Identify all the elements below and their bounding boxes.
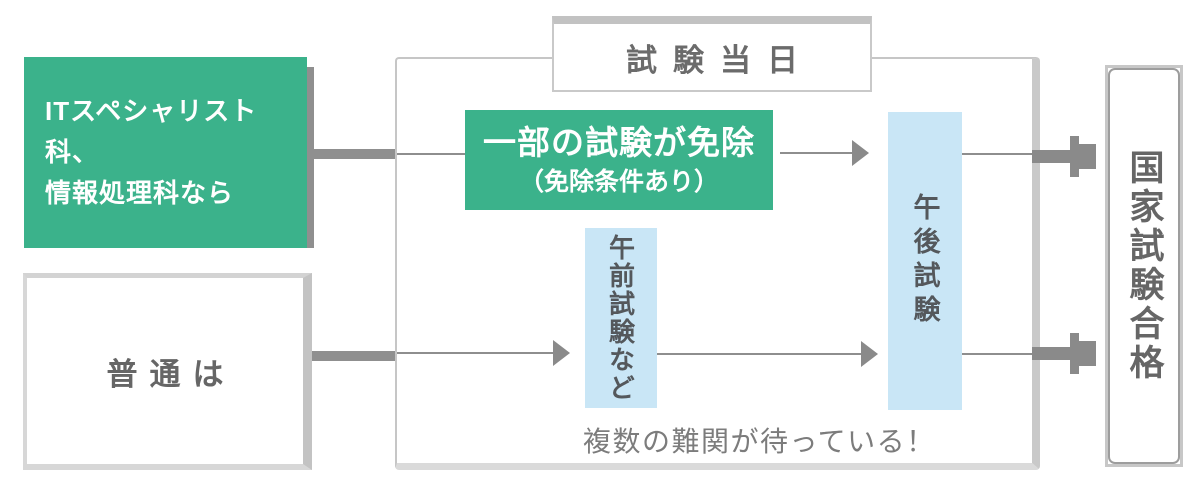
flow-line-top-3 (962, 153, 1032, 155)
arrow-right-icon (861, 341, 878, 367)
national-exam-pass-inner: 国家試験合格 (1108, 68, 1180, 464)
national-exam-pass-label: 国家試験合格 (1124, 149, 1164, 383)
normal-course-box: 普通は (23, 273, 312, 470)
exam-day-title-box: 試験当日 (552, 16, 872, 92)
flow-line-top-1 (397, 153, 465, 155)
flow-line-bottom-2 (657, 353, 861, 355)
flow-line-bottom-1 (397, 352, 553, 354)
national-exam-pass-box: 国家試験合格 (1105, 65, 1183, 467)
difficulty-caption: 複数の難関が待っている！ (583, 426, 936, 457)
arrow-right-icon (852, 140, 869, 166)
connector-bar-normal (312, 351, 395, 361)
exam-day-title: 試験当日 (626, 42, 814, 78)
morning-exam-label: 午前試験など (605, 234, 636, 402)
exemption-line2: （免除条件あり） (518, 168, 719, 196)
connector-bar-special (307, 149, 395, 159)
special-course-line2: 情報処理科なら (45, 178, 235, 208)
special-course-box: ITスペシャリスト科、 情報処理科なら (24, 57, 314, 248)
flow-line-top-2 (780, 152, 852, 154)
exemption-line1: 一部の試験が免除 (483, 124, 755, 161)
normal-course-label: 普通は (106, 356, 236, 392)
goal-arrow-icon (1032, 333, 1096, 374)
afternoon-exam-label: 午後試験 (909, 193, 940, 329)
goal-arrow-icon (1032, 136, 1096, 177)
arrow-right-icon (553, 340, 570, 366)
morning-exam-box: 午前試験など (585, 228, 657, 408)
flow-line-bottom-3 (962, 353, 1032, 355)
afternoon-exam-box: 午後試験 (888, 112, 962, 410)
special-course-line1: ITスペシャリスト科、 (45, 96, 258, 167)
exemption-box: 一部の試験が免除 （免除条件あり） (465, 110, 773, 210)
